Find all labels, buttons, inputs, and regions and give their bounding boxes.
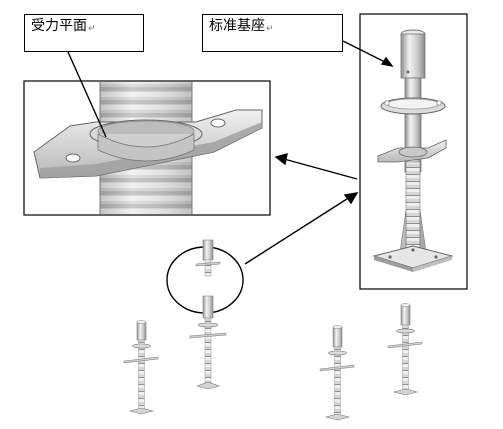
label-bearing-surface: 受力平面↵ — [24, 14, 144, 52]
jack-base-1 — [123, 320, 159, 415]
jack-base-2 — [189, 239, 227, 390]
arrow-head-base — [380, 56, 394, 68]
arrow-head-circle — [343, 192, 359, 205]
arrow-head-detail — [274, 153, 288, 166]
label-bearing-surface-text: 受力平面 — [31, 18, 87, 34]
label-standard-base-text: 标准基座 — [209, 18, 265, 34]
jack-base-4 — [387, 303, 423, 396]
return-mark: ↵ — [266, 24, 274, 34]
jack-base-3 — [319, 325, 355, 421]
detail-panel — [23, 80, 271, 216]
base-panel — [359, 13, 468, 290]
base-thread — [405, 161, 421, 249]
base-top-tube — [400, 33, 426, 79]
label-standard-base: 标准基座↵ — [202, 14, 343, 52]
leader-lines — [67, 40, 394, 265]
return-mark: ↵ — [88, 24, 96, 34]
